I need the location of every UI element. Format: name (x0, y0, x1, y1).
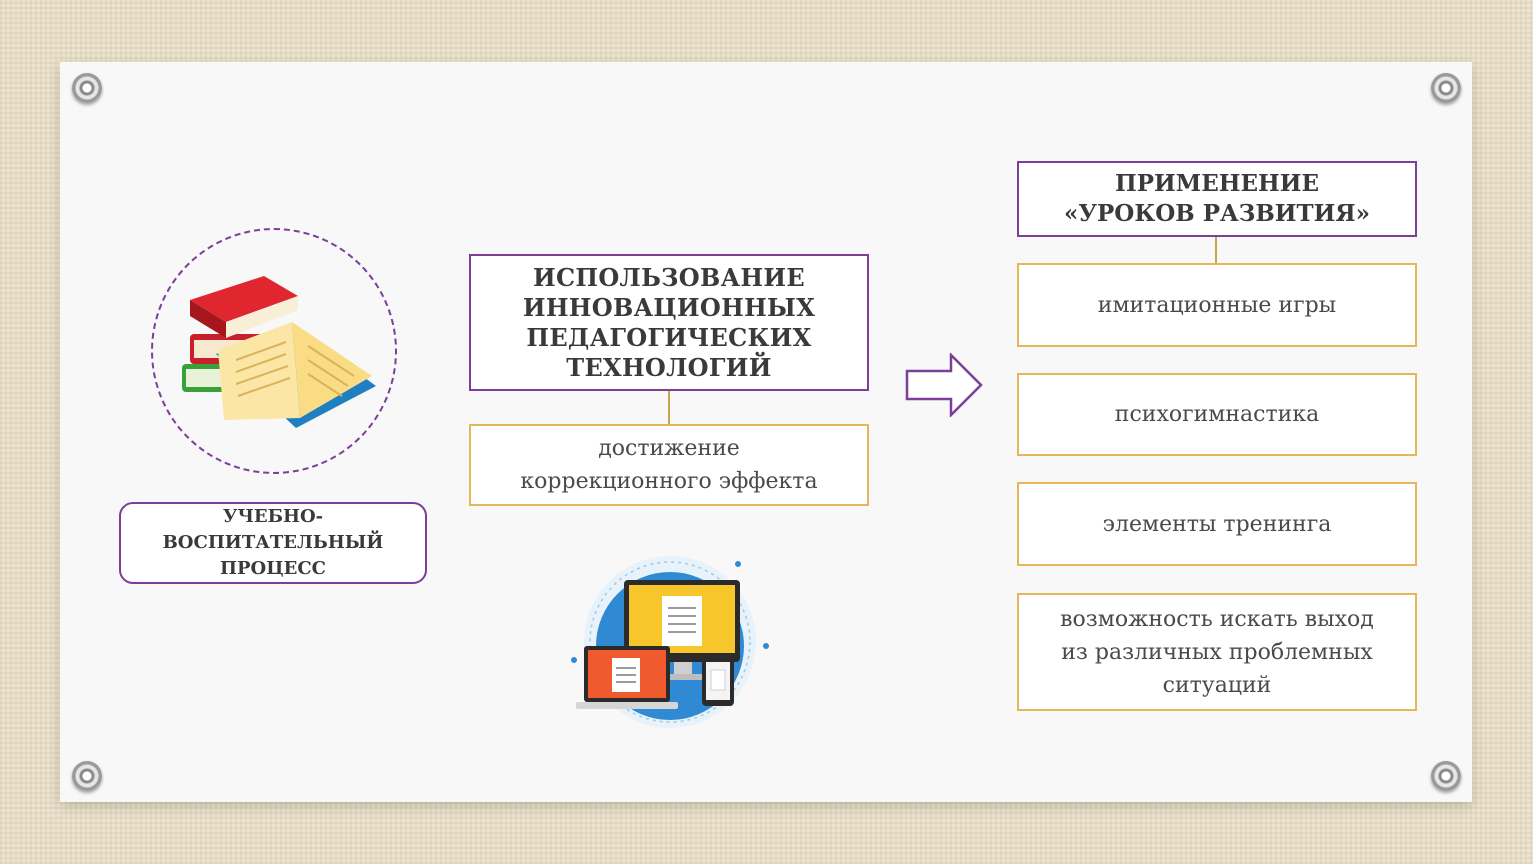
right-item-label: элементы тренинга (1102, 511, 1332, 537)
process-label-box: УЧЕБНО- ВОСПИТАТЕЛЬНЫЙ ПРОЦЕСС (119, 502, 427, 584)
process-label: УЧЕБНО- ВОСПИТАТЕЛЬНЫЙ ПРОЦЕСС (162, 506, 384, 579)
center-title-box: ИСПОЛЬЗОВАНИЕ ИННОВАЦИОННЫХ ПЕДАГОГИЧЕСК… (469, 254, 869, 391)
right-connector (1215, 237, 1217, 264)
devices-icon (571, 556, 769, 728)
pin-top-right-icon (1431, 73, 1461, 103)
right-title-box: ПРИМЕНЕНИЕ «УРОКОВ РАЗВИТИЯ» (1017, 161, 1417, 237)
books-icon (182, 276, 376, 428)
right-item-label: возможность искать выход из различных пр… (1060, 606, 1374, 698)
center-connector (668, 391, 670, 425)
arrow-right-icon (905, 353, 983, 417)
center-title: ИСПОЛЬЗОВАНИЕ ИННОВАЦИОННЫХ ПЕДАГОГИЧЕСК… (522, 262, 816, 382)
pin-top-left-icon (72, 73, 102, 103)
center-result-box: достижение коррекционного эффекта (469, 424, 869, 506)
pin-bottom-right-icon (1431, 761, 1461, 791)
books-circle (151, 228, 397, 474)
right-item-label: психогимнастика (1114, 402, 1320, 427)
right-item-psychogymnastics: психогимнастика (1017, 373, 1417, 456)
right-item-problem-situations: возможность искать выход из различных пр… (1017, 593, 1417, 711)
right-title: ПРИМЕНЕНИЕ «УРОКОВ РАЗВИТИЯ» (1063, 170, 1371, 227)
right-item-training-elements: элементы тренинга (1017, 482, 1417, 566)
center-result: достижение коррекционного эффекта (520, 436, 818, 494)
right-item-imitation-games: имитационные игры (1017, 263, 1417, 347)
right-item-label: имитационные игры (1097, 292, 1337, 318)
pin-bottom-left-icon (72, 761, 102, 791)
